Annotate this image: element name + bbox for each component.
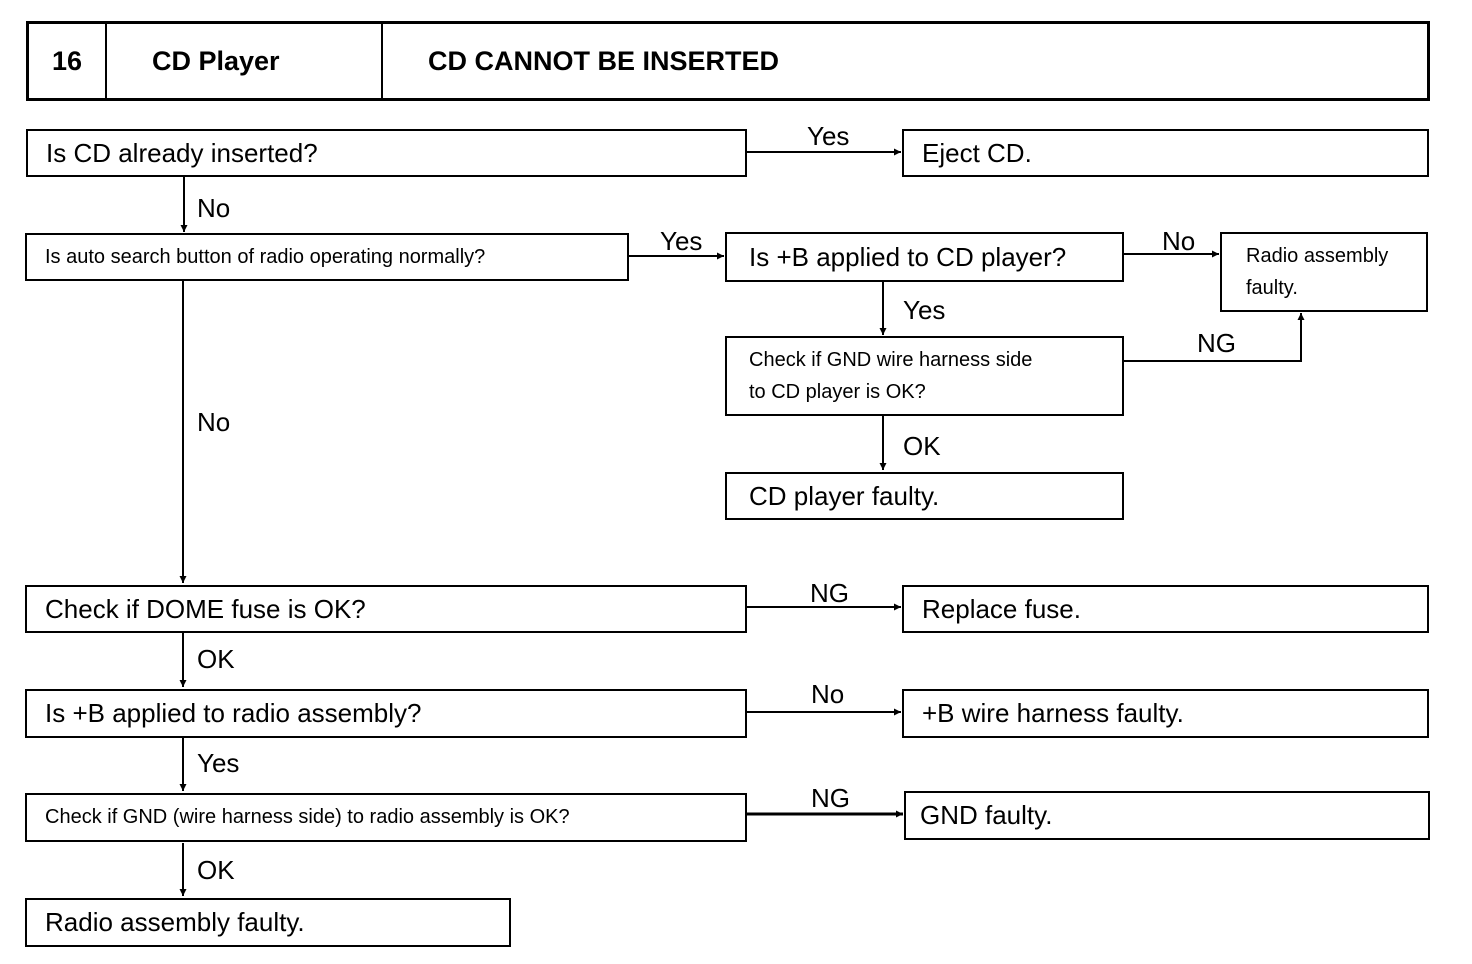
edge-gnd-cd-ng (1124, 313, 1305, 362)
label-b-cd-no: No (1162, 226, 1196, 256)
node-radio-faulty-top: Radio assembly faulty. (1220, 232, 1428, 312)
label-cd-inserted-no: No (197, 193, 231, 223)
label-auto-search-yes: Yes (660, 226, 703, 256)
label-b-radio-no: No (811, 679, 845, 709)
node-cd-inserted: Is CD already inserted? (26, 129, 747, 177)
label-gnd-cd-ng: NG (1197, 328, 1236, 358)
label-auto-search-no: No (197, 407, 231, 437)
label-dome-ok: OK (197, 644, 235, 674)
header-symptom: CD CANNOT BE INSERTED (428, 45, 780, 76)
node-radio-faulty-bottom: Radio assembly faulty. (25, 898, 511, 947)
header-system: CD Player (107, 24, 383, 98)
node-dome-fuse: Check if DOME fuse is OK? (25, 585, 747, 633)
label-cd-inserted-yes: Yes (807, 121, 850, 151)
label-dome-ng: NG (810, 578, 849, 608)
label-gnd-cd-ok: OK (903, 431, 941, 461)
node-b-cd-player: Is +B applied to CD player? (725, 232, 1124, 282)
node-auto-search: Is auto search button of radio operating… (25, 233, 629, 281)
label-gnd-radio-ok: OK (197, 855, 235, 885)
node-replace-fuse: Replace fuse. (902, 585, 1429, 633)
node-gnd-cd-check: Check if GND wire harness side to CD pla… (725, 336, 1124, 416)
node-gnd-faulty: GND faulty. (904, 791, 1430, 840)
header-table: 16 CD Player CD CANNOT BE INSERTED (26, 21, 1430, 101)
node-eject-cd: Eject CD. (902, 129, 1429, 177)
label-b-cd-yes: Yes (903, 295, 946, 325)
node-cd-player-faulty: CD player faulty. (725, 472, 1124, 520)
label-b-radio-yes: Yes (197, 748, 240, 778)
node-b-radio: Is +B applied to radio assembly? (25, 689, 747, 738)
header-number: 16 (29, 24, 107, 98)
node-b-harness-faulty: +B wire harness faulty. (902, 689, 1429, 738)
node-gnd-radio-check: Check if GND (wire harness side) to radi… (25, 793, 747, 842)
label-gnd-radio-ng: NG (811, 783, 850, 813)
